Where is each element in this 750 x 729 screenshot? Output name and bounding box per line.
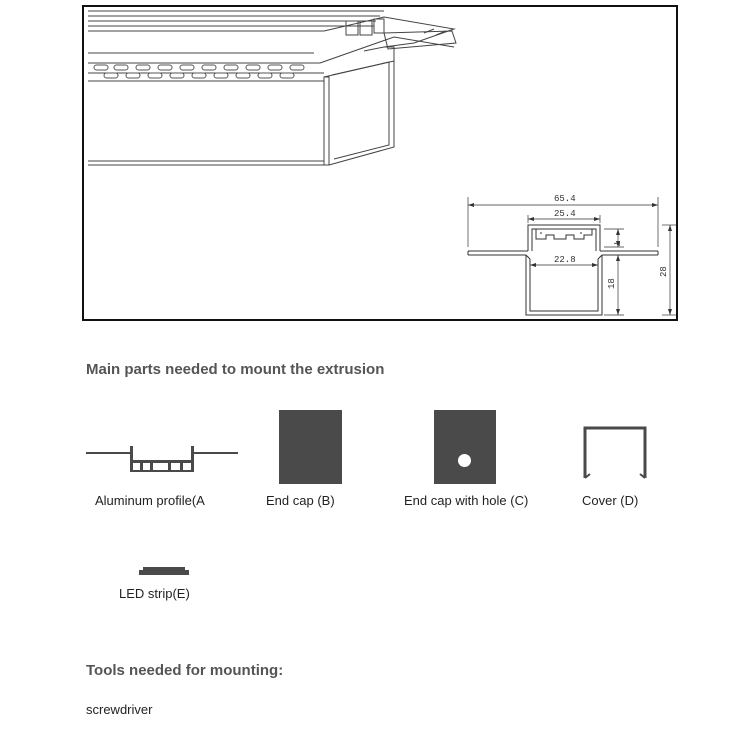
profile-icon	[84, 440, 240, 476]
technical-drawing: 65.4 25.4 22.8 7 18 28	[88, 10, 676, 316]
dimension-total-width: 65.4	[554, 194, 576, 204]
end-cap-icon	[279, 410, 342, 484]
end-cap-hole-icon	[434, 410, 496, 484]
dimension-channel-height: 18	[607, 278, 617, 289]
parts-section-title: Main parts needed to mount the extrusion	[86, 361, 385, 378]
technical-drawing-frame: 65.4 25.4 22.8 7 18 28	[82, 5, 678, 321]
perspective-extrusion	[88, 10, 457, 166]
led-strip-label: LED strip(E)	[119, 586, 190, 601]
dimension-lip-height: 7	[611, 241, 621, 246]
end-cap-hole-label: End cap with hole (C)	[404, 493, 529, 508]
cover-icon	[582, 424, 648, 480]
cross-section-drawing: 65.4 25.4 22.8 7 18 28	[467, 194, 676, 316]
hole-icon	[458, 454, 471, 467]
led-strip-icon	[139, 563, 189, 575]
dimension-inner-top-width: 25.4	[554, 209, 576, 219]
cover-label: Cover (D)	[582, 493, 639, 508]
profile-label: Aluminum profile(A	[95, 493, 205, 508]
tool-item: screwdriver	[86, 702, 153, 717]
end-cap-label: End cap (B)	[266, 493, 335, 508]
dimension-total-height: 28	[659, 266, 669, 277]
tools-section-title: Tools needed for mounting:	[86, 662, 284, 679]
dimension-inner-width: 22.8	[554, 255, 576, 265]
